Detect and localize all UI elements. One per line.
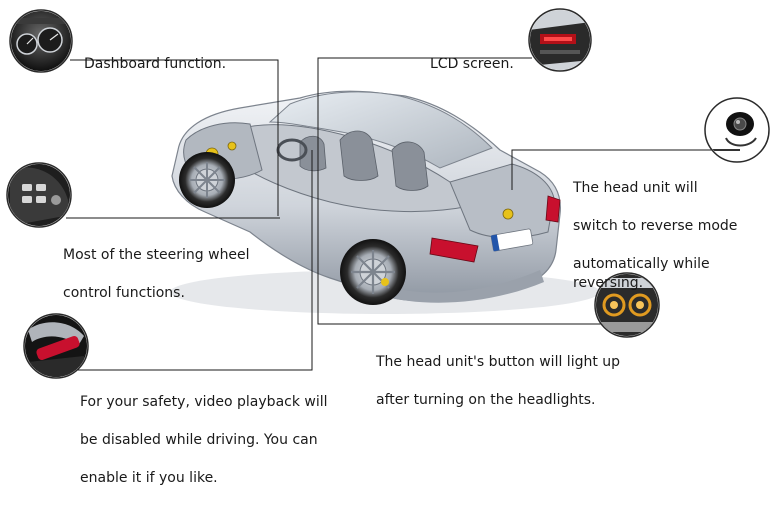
label-line: switch to reverse mode	[573, 218, 738, 234]
connector-dashboard	[70, 59, 279, 216]
video-safety-label: For your safety, video playback will be …	[80, 374, 328, 507]
label-line: Dashboard function.	[84, 56, 227, 72]
taillight-left	[429, 237, 479, 263]
label-line: For your safety, video playback will	[80, 394, 328, 410]
taillight-right	[545, 195, 561, 223]
label-line: be disabled while driving. You can	[80, 432, 318, 448]
headlight-button-label: The head unit's button will light up aft…	[376, 334, 620, 429]
label-line: enable it if you like.	[80, 470, 218, 486]
label-line: automatically while reversing.	[573, 256, 710, 291]
label-line: The head unit's button will light up	[376, 354, 621, 370]
connector-reverse	[511, 149, 718, 190]
rear-wheel	[340, 239, 406, 305]
lcd-screen-label: LCD screen.	[430, 36, 514, 93]
car-diagram-graphics	[6, 8, 770, 379]
diagram-stage: Dashboard function. LCD screen. Most of …	[6, 8, 778, 486]
headlight-icon	[594, 272, 660, 338]
connector-lines	[66, 57, 718, 371]
trunk	[449, 163, 555, 239]
car-roof	[268, 91, 493, 169]
connector-lcd	[317, 57, 614, 325]
label-line: LCD screen.	[430, 56, 514, 72]
handbrake-icon	[23, 313, 89, 379]
label-line: control functions.	[63, 285, 185, 301]
connector-safety	[70, 150, 313, 371]
dashboard-gauges-icon	[9, 9, 73, 73]
reverse-mode-label: The head unit will switch to reverse mod…	[573, 160, 778, 312]
lcd-display-icon	[528, 8, 592, 72]
steering-wheel-label: Most of the steering wheel control funct…	[63, 227, 250, 322]
label-line: Most of the steering wheel	[63, 247, 250, 263]
dashboard-function-label: Dashboard function.	[84, 36, 226, 93]
car-illustration	[170, 90, 600, 314]
front-wheel	[179, 152, 235, 208]
rear-camera-icon	[704, 97, 770, 163]
steering-wheel-buttons-icon	[6, 162, 72, 228]
label-line: after turning on the headlights.	[376, 392, 596, 408]
label-line: The head unit will	[573, 180, 698, 196]
